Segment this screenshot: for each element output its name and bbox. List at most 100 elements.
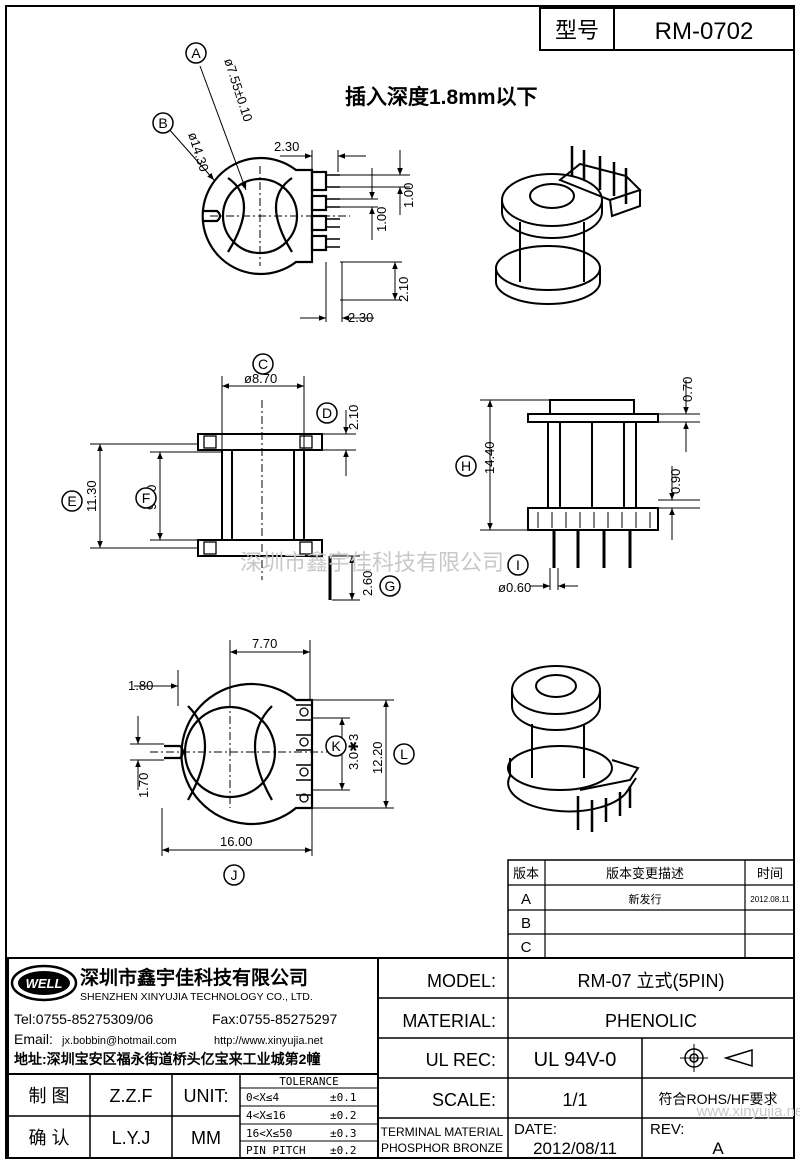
scale-label: SCALE: — [432, 1090, 496, 1110]
dim-r-0-70: 0.70 — [680, 377, 695, 402]
svg-text:K: K — [331, 738, 341, 754]
insertion-depth-note: 插入深度1.8mm以下 — [345, 85, 538, 109]
rev-value: A — [712, 1139, 724, 1158]
date-label: DATE: — [514, 1121, 557, 1138]
terminal-material-line2: PHOSPHOR BRONZE — [381, 1141, 503, 1155]
rev-header-desc: 版本变更描述 — [606, 866, 684, 881]
svg-text:L: L — [400, 746, 408, 762]
ulrec-label: UL REC: — [426, 1050, 496, 1070]
top-view-dims — [167, 65, 410, 322]
revision-table: 版本 版本变更描述 时间 A 新发行 2012.08.11 B C — [507, 859, 795, 959]
tol-range-1: 0<X≤4 — [246, 1091, 279, 1104]
callout-a: A — [185, 42, 207, 64]
callout-k: K — [325, 735, 347, 757]
tol-value-4: ±0.2 — [330, 1144, 357, 1157]
tolerance-title: TOLERANCE — [279, 1075, 339, 1088]
side-view — [197, 400, 332, 600]
callout-i: I — [507, 554, 529, 576]
company-logo: WELL — [10, 964, 78, 1002]
projection-symbol-icon — [680, 1044, 753, 1072]
checked-by-value: L.Y.J — [112, 1128, 151, 1148]
header-box: 型号 RM-0702 — [539, 7, 795, 51]
bottom-view-dims — [130, 640, 394, 856]
dim-7-70: 7.70 — [252, 636, 277, 651]
dim-j: 16.00 — [220, 834, 253, 849]
tol-value-1: ±0.1 — [330, 1091, 357, 1104]
dim-bot-2-30: 2.30 — [348, 310, 373, 325]
dim-k: 3.0✱3 — [346, 734, 361, 770]
rev-header-version: 版本 — [513, 866, 539, 881]
watermark-url: www.xinyujia.net — [696, 1103, 800, 1120]
isometric-view-1 — [495, 146, 642, 305]
checked-by-label: 确 认 — [28, 1128, 69, 1148]
svg-text:B: B — [158, 115, 167, 131]
tol-range-2: 4<X≤16 — [246, 1109, 286, 1122]
callout-l: L — [393, 743, 415, 765]
rev-row-a-desc: 新发行 — [629, 892, 662, 906]
callout-e: E — [61, 490, 83, 512]
rev-row-b: B — [521, 915, 531, 932]
logo-text: WELL — [26, 976, 63, 991]
tol-range-3: 16<X≤50 — [246, 1127, 292, 1140]
dim-h: 14.40 — [482, 441, 497, 474]
drawn-by-value: Z.Z.F — [110, 1086, 153, 1106]
rev-row-a: A — [521, 891, 531, 908]
front-view-dims — [480, 380, 700, 590]
side-view-dims — [90, 376, 360, 601]
rohs-note: 符合ROHS/HF要求 — [659, 1091, 778, 1107]
model-label: MODEL: — [427, 971, 496, 991]
unit-value: MM — [191, 1128, 221, 1148]
watermark: 深圳市鑫宇佳科技有限公司 — [240, 550, 504, 575]
drawn-by-label: 制 图 — [28, 1086, 69, 1106]
dim-e: 11.30 — [84, 480, 99, 512]
tol-value-2: ±0.2 — [330, 1109, 357, 1122]
dim-r-0-90: 0.90 — [668, 469, 683, 494]
callout-d: D — [316, 402, 338, 424]
material-label: MATERIAL: — [402, 1011, 496, 1031]
front-view-dim-text: 14.40 0.70 0.90 ø0.60 — [482, 377, 695, 595]
bottom-view-dim-text: 7.70 1.80 1.70 3.0✱3 12.20 16.00 — [128, 636, 385, 849]
dim-1-70: 1.70 — [136, 773, 151, 798]
callout-c: C — [252, 353, 274, 375]
callout-b: B — [152, 112, 174, 134]
terminal-material-line1: TERMINAL MATERIAL — [381, 1125, 504, 1139]
callout-f: F — [135, 487, 157, 509]
company-email: jx.bobbin@hotmail.com — [61, 1035, 177, 1047]
part-number: RM-0702 — [655, 18, 754, 45]
svg-text:G: G — [385, 578, 396, 594]
svg-text:J: J — [231, 867, 238, 883]
callout-j: J — [223, 864, 245, 886]
svg-text:F: F — [142, 490, 151, 506]
rev-row-c: C — [521, 939, 532, 956]
dim-d: 2.10 — [346, 405, 361, 430]
dim-top-2-10: 2.10 — [396, 277, 411, 302]
dim-c-dia: ø8.70 — [244, 371, 277, 386]
material-value: PHENOLIC — [605, 1011, 697, 1031]
rev-row-a-date: 2012.08.11 — [750, 895, 790, 904]
dim-1-80: 1.80 — [128, 678, 153, 693]
callout-g: G — [379, 575, 401, 597]
top-view — [201, 156, 350, 276]
callout-h: H — [455, 455, 477, 477]
date-value: 2012/08/11 — [533, 1139, 617, 1158]
rev-label: REV: — [650, 1121, 684, 1138]
dim-top-1-00-b: 1.00 — [374, 207, 389, 232]
dim-g: 2.60 — [360, 571, 375, 596]
dim-l: 12.20 — [370, 741, 385, 774]
dim-top-2-30: 2.30 — [274, 139, 299, 154]
svg-text:A: A — [191, 45, 201, 61]
isometric-view-2 — [507, 665, 640, 832]
tol-range-4: PIN PITCH — [246, 1144, 306, 1157]
unit-label: UNIT: — [184, 1086, 229, 1106]
svg-text:C: C — [258, 356, 268, 372]
scale-value: 1/1 — [562, 1090, 587, 1110]
svg-text:I: I — [516, 557, 520, 573]
title-block — [7, 957, 795, 1159]
front-view — [527, 399, 659, 568]
bottom-view — [150, 682, 330, 826]
svg-text:H: H — [461, 458, 471, 474]
tol-value-3: ±0.3 — [330, 1127, 357, 1140]
dim-a-dia: ø7.55±0.10 — [221, 56, 256, 123]
